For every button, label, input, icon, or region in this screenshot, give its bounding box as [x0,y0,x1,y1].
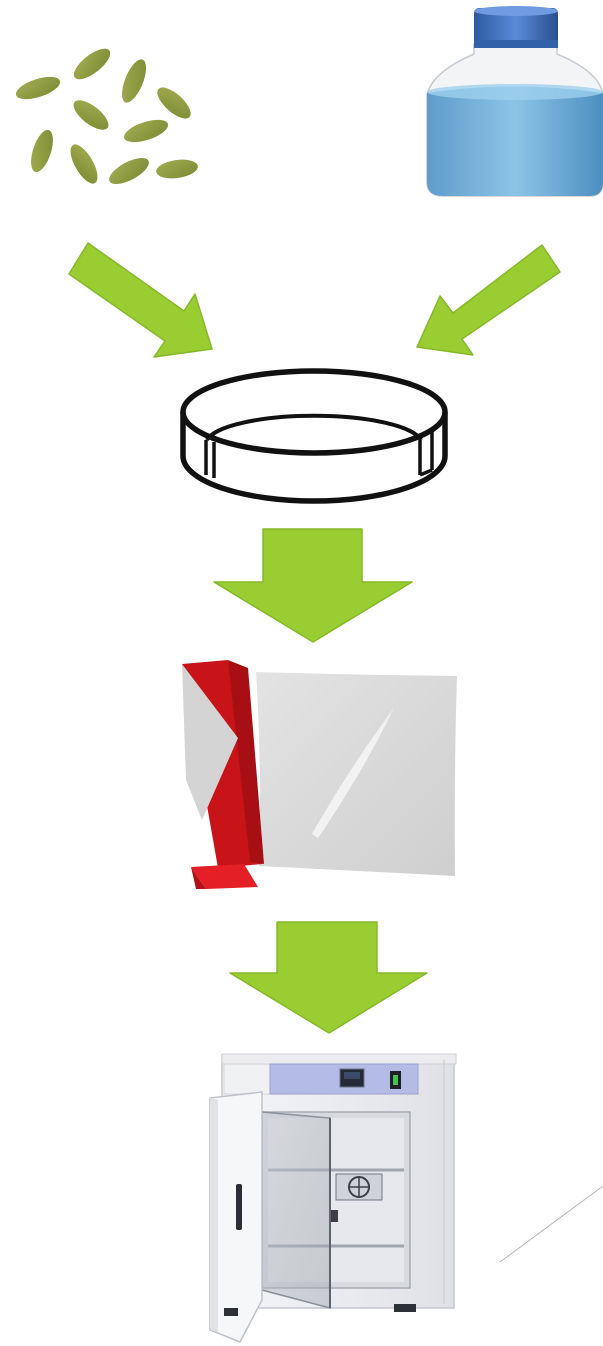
arrow-seeds-to-dish [68,242,213,358]
petri-dish-icon [180,368,448,504]
water-bottle-icon [426,6,603,197]
incubator-door [209,1091,263,1343]
arrow-seal-to-incubator [229,921,428,1034]
incubator-icon [209,1053,457,1343]
decorative-line [499,1185,603,1263]
fan-icon [335,1173,383,1201]
arrow-dish-to-seal [213,528,413,643]
sealed-bag-icon [182,660,457,889]
control-panel [269,1063,419,1095]
arrow-water-to-dish [416,244,561,356]
seeds-icon [15,48,198,185]
